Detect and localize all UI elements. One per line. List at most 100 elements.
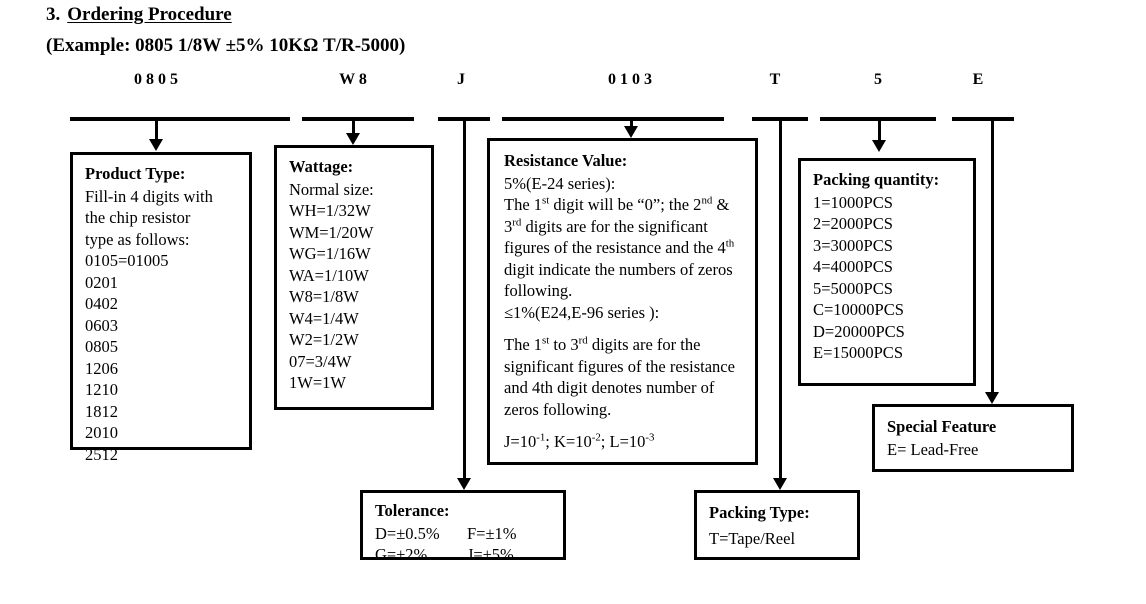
resistance-text: The 1 (504, 335, 543, 354)
ordinal-superscript: st (542, 194, 550, 207)
product-type-line: 0402 (85, 294, 118, 313)
special-feature-line: E= Lead-Free (887, 439, 979, 459)
wattage-line: 1W=1W (289, 373, 346, 392)
product-type-line: the chip resistor (85, 208, 191, 227)
resistance-text: The 1 (504, 195, 543, 214)
box-title-packing-quantity: Packing quantity: (813, 170, 940, 189)
tolerance-value: F=±1% (467, 523, 517, 543)
paragraph-spacer (504, 323, 755, 334)
product-type-line: 2512 (85, 444, 118, 464)
tolerance-row: D=±0.5%F=±1% (375, 523, 563, 545)
section-number: 3. (46, 4, 61, 25)
box-title-packing-type: Packing Type: (709, 503, 810, 522)
wattage-line: 07=3/4W (289, 351, 352, 371)
code-text-packing-quantity: 5 (874, 71, 882, 88)
box-title-product-type: Product Type: (85, 164, 186, 183)
code-segment-special-feature: E (948, 71, 1008, 89)
product-type-line: 1210 (85, 380, 118, 399)
ordinal-superscript: rd (578, 334, 588, 347)
box-title-special-feature: Special Feature (887, 417, 997, 436)
paragraph-spacer (504, 420, 755, 431)
product-type-line: 0201 (85, 272, 118, 292)
arrowhead-special-feature (985, 392, 999, 404)
box-title-resistance-value: Resistance Value: (504, 151, 628, 170)
resistance-text: to 3 (549, 335, 579, 354)
wattage-line: W2=1/2W (289, 330, 359, 349)
arrowhead-packing-quantity (872, 140, 886, 152)
rule-product-type (70, 117, 290, 121)
resistance-text: digits are for the significant figures o… (504, 335, 735, 419)
exponent-superscript: -2 (591, 431, 601, 444)
arrowhead-tolerance (457, 478, 471, 490)
resistance-multipliers: J=10-1; K=10-2; L=10-3 (504, 431, 755, 453)
wattage-line: WG=1/16W (289, 244, 371, 263)
code-segment-tolerance: J (432, 71, 490, 89)
resistance-text: digit will be “0”; the 2 (549, 195, 702, 214)
resistance-series-5pct: 5%(E-24 series): (504, 173, 616, 193)
code-text-wattage: W 8 (339, 71, 367, 88)
packing-quantity-line: 4=4000PCS (813, 257, 893, 276)
resistance-paragraph-5pct: The 1st digit will be “0”; the 2nd & 3rd… (504, 194, 755, 302)
code-text-product-type: 0 8 0 5 (134, 71, 178, 88)
code-segment-packing-quantity: 5 (848, 71, 908, 89)
leader-special-feature (991, 117, 994, 398)
ordinal-superscript: nd (701, 194, 713, 207)
arrowhead-resistance (624, 126, 638, 138)
code-text-resistance: 0 1 0 3 (608, 71, 652, 88)
example-part-number: (Example: 0805 1/8W ±5% 10KΩ T/R-5000) (46, 35, 406, 56)
heading-section: 3. Ordering Procedure (Example: 0805 1/8W… (46, 2, 746, 59)
resistance-text: digit indicate the numbers of zeros foll… (504, 259, 733, 301)
leader-tolerance (463, 117, 466, 484)
box-wattage: Wattage: Normal size: WH=1/32W WM=1/20W … (274, 145, 434, 410)
rule-wattage (302, 117, 414, 121)
wattage-line: WH=1/32W (289, 201, 371, 220)
ordinal-superscript: th (725, 237, 735, 250)
tolerance-row: G=±2%J=±5% (375, 544, 563, 566)
exponent-superscript: -1 (536, 431, 546, 444)
wattage-line: W4=1/4W (289, 308, 359, 328)
leader-resistance (630, 117, 633, 131)
packing-type-line: T=Tape/Reel (709, 528, 796, 548)
product-type-line: 0805 (85, 337, 118, 356)
multiplier-text: ; L=10 (600, 432, 646, 451)
box-tolerance: Tolerance: D=±0.5%F=±1% G=±2%J=±5% (360, 490, 566, 564)
wattage-line: Normal size: (289, 179, 374, 199)
box-packing-quantity: Packing quantity: 1=1000PCS 2=2000PCS 3=… (798, 158, 976, 386)
packing-quantity-line: 3=3000PCS (813, 235, 893, 255)
product-type-line: type as follows: (85, 229, 190, 249)
ordinal-superscript: rd (512, 216, 522, 228)
rule-resistance (502, 117, 724, 121)
code-segment-product-type: 0 8 0 5 (96, 71, 216, 89)
section-title: Ordering Procedure (67, 4, 232, 25)
section-heading: 3. Ordering Procedure (46, 2, 746, 28)
tolerance-value: J=±5% (467, 545, 514, 564)
packing-quantity-line: 5=5000PCS (813, 278, 893, 298)
product-type-line: 2010 (85, 423, 118, 442)
box-product-type: Product Type: Fill-in 4 digits with the … (70, 152, 252, 464)
packing-quantity-line: E=15000PCS (813, 343, 903, 362)
wattage-line: WA=1/10W (289, 265, 369, 285)
resistance-text: digits are for the significant figures o… (504, 216, 726, 258)
product-type-line: 1206 (85, 358, 118, 378)
packing-quantity-line: 2=2000PCS (813, 214, 893, 233)
wattage-line: W8=1/8W (289, 287, 359, 306)
code-text-packing-type: T (769, 71, 781, 88)
product-type-line: Fill-in 4 digits with (85, 186, 213, 206)
leader-packing-quantity (878, 117, 881, 146)
box-special-feature: Special Feature E= Lead-Free (872, 404, 1074, 472)
product-type-line: 0603 (85, 315, 118, 335)
multiplier-text: ; K=10 (545, 432, 592, 451)
code-segment-wattage: W 8 (310, 71, 396, 89)
code-text-tolerance: J (457, 71, 465, 88)
multiplier-text: J=10 (504, 432, 537, 451)
arrowhead-packing-type (773, 478, 787, 490)
box-title-tolerance: Tolerance: (375, 501, 450, 520)
wattage-line: WM=1/20W (289, 222, 374, 242)
leader-product-type (155, 117, 158, 145)
resistance-paragraph-1pct: The 1st to 3rd digits are for the signif… (504, 334, 755, 420)
product-type-line: 0105=01005 (85, 251, 169, 270)
arrowhead-product-type (149, 139, 163, 151)
rule-special-feature (952, 117, 1014, 121)
code-segment-packing-type: T (745, 71, 805, 89)
packing-quantity-line: D=20000PCS (813, 321, 905, 341)
